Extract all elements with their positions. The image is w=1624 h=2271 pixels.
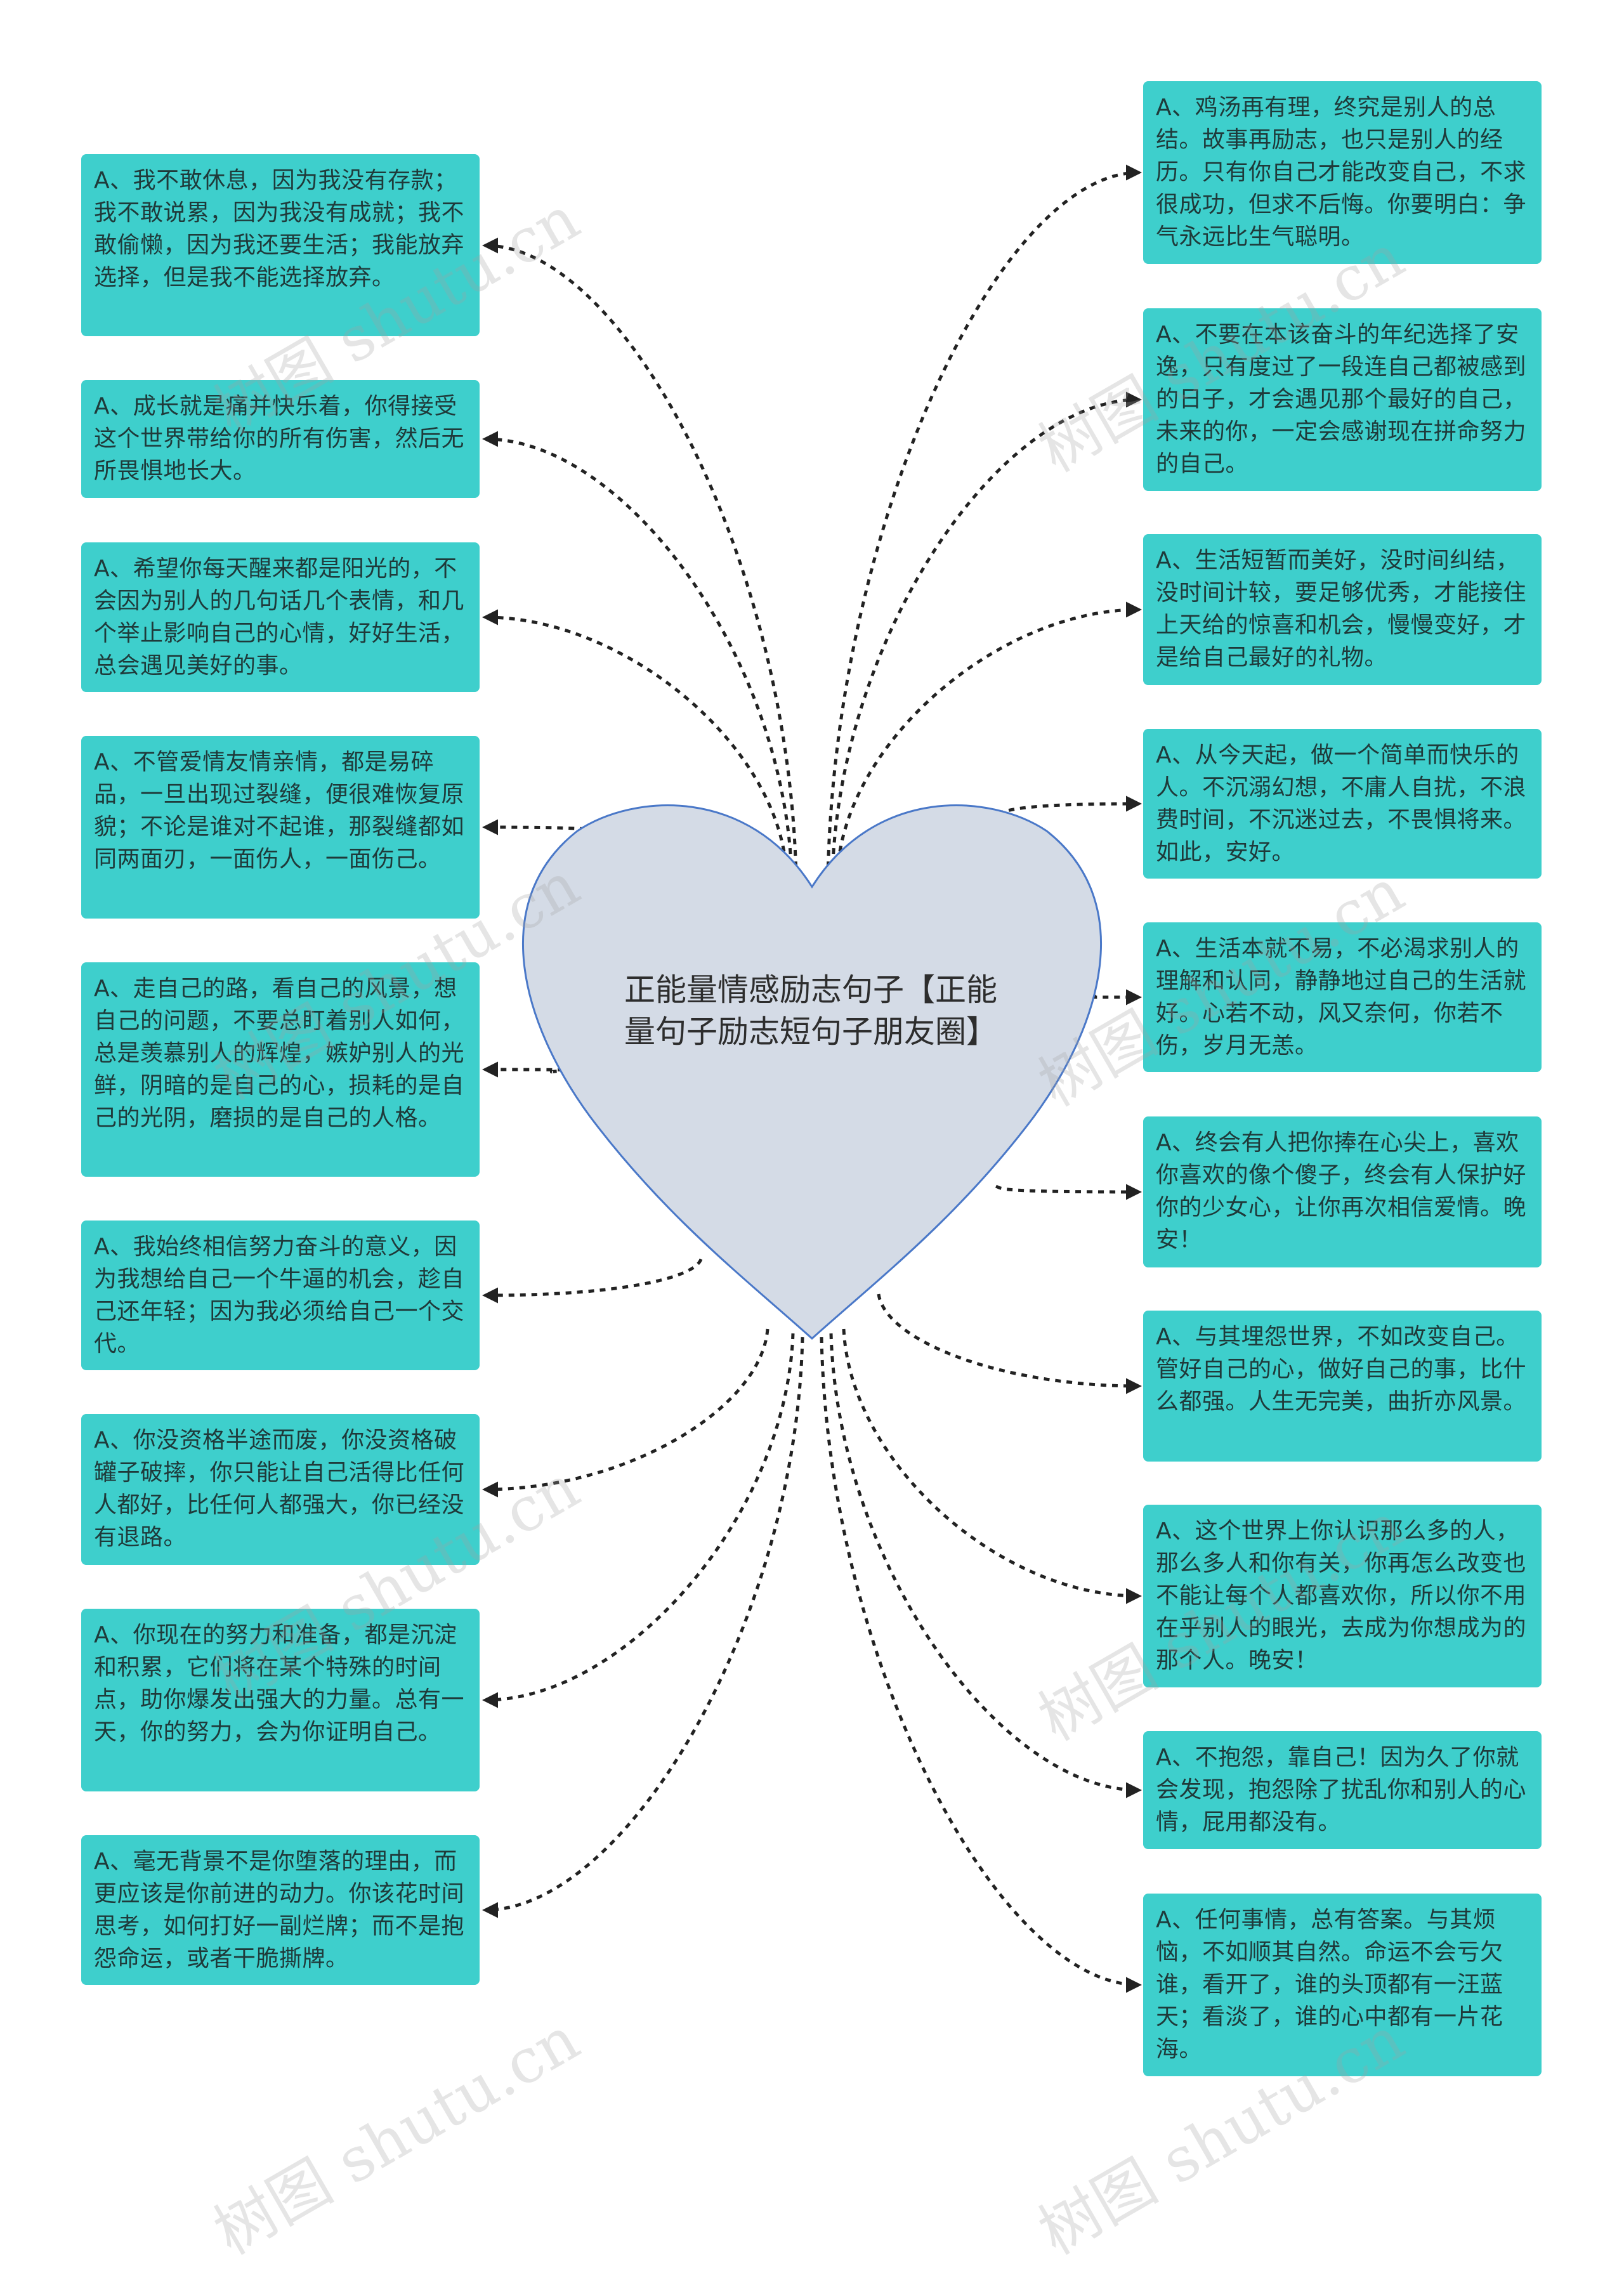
right-connector-9 [829, 1333, 1142, 1798]
right-connector-8 [842, 1328, 1142, 1604]
mind-map-canvas: 正能量情感励志句子【正能量句子励志短句子朋友圈】 A、我不敢休息，因为我没有存款… [81, 81, 1542, 2268]
right-topic-node-5[interactable]: A、生活本就不易，不必渴求别人的理解和认同，静静地过自己的生活就好。心若不动，风… [1143, 922, 1542, 1072]
left-topic-node-1[interactable]: A、我不敢休息，因为我没有存款；我不敢说累，因为我没有成就；我不敢偷懒，因为我还… [81, 154, 480, 336]
central-heart-shape [522, 804, 1102, 1340]
left-topic-node-8[interactable]: A、你现在的努力和准备，都是沉淀和积累，它们将在某个特殊的时间点，助你爆发出强大… [81, 1609, 480, 1791]
right-topic-node-6[interactable]: A、终会有人把你捧在心尖上，喜欢你喜欢的像个傻子，终会有人保护好你的少女心，让你… [1143, 1116, 1542, 1267]
left-connector-8 [482, 1333, 795, 1708]
left-connector-5 [482, 1061, 570, 1078]
right-topic-node-3[interactable]: A、生活短暂而美好，没时间纠结，没时间计较，要足够优秀，才能接住上天给的惊喜和机… [1143, 534, 1542, 685]
right-topic-node-7[interactable]: A、与其埋怨世界，不如改变自己。管好自己的心，做好自己的事，比什么都强。人生无完… [1143, 1311, 1542, 1462]
right-topic-node-1[interactable]: A、鸡汤再有理，终究是别人的总结。故事再励志，也只是别人的经历。只有你自己才能改… [1143, 81, 1542, 264]
left-connector-2 [482, 431, 794, 877]
left-connector-9 [482, 1337, 804, 1918]
right-topic-node-9[interactable]: A、不抱怨，靠自己！因为久了你就会发现，抱怨除了扰乱你和别人的心情，屁用都没有。 [1143, 1731, 1542, 1849]
right-topic-node-2[interactable]: A、不要在本该奋斗的年纪选择了安逸，只有度过了一段连自己都被感到的日子，才会遇见… [1143, 308, 1542, 491]
left-connector-6 [482, 1258, 703, 1304]
central-topic-title[interactable]: 正能量情感励志句子【正能量句子励志短句子朋友圈】 [624, 972, 997, 1050]
left-topic-node-4[interactable]: A、不管爱情友情亲情，都是易碎品，一旦出现过裂缝，便很难恢复原貌；不论是谁对不起… [81, 736, 480, 919]
connector-layer [482, 164, 1142, 1993]
right-topic-node-8[interactable]: A、这个世界上你认识那么多的人，那么多人和你有关，你再怎么改变也不能让每个人都喜… [1143, 1505, 1542, 1687]
left-connector-1 [482, 237, 798, 879]
right-topic-node-10[interactable]: A、任何事情，总有答案。与其烦恼，不如顺其自然。命运不会亏欠谁，看开了，谁的头顶… [1143, 1894, 1542, 2076]
left-topic-node-9[interactable]: A、毫无背景不是你堕落的理由，而更应该是你前进的动力。你该花时间思考，如何打好一… [81, 1835, 480, 1985]
right-connector-1 [826, 164, 1142, 879]
right-connector-10 [820, 1337, 1142, 1993]
left-topic-node-7[interactable]: A、你没资格半途而废，你没资格破罐子破摔，你只能让自己活得比任何人都好，比任何人… [81, 1414, 480, 1565]
left-topic-node-3[interactable]: A、希望你每天醒来都是阳光的，不会因为别人的几句话几个表情，和几个举止影响自己的… [81, 542, 480, 692]
right-connector-6 [995, 1184, 1142, 1200]
right-connector-7 [877, 1293, 1142, 1394]
right-connector-2 [830, 391, 1142, 877]
left-topic-node-6[interactable]: A、我始终相信努力奋斗的意义，因为我想给自己一个牛逼的机会，趁自己还年轻；因为我… [81, 1221, 480, 1370]
right-connector-3 [835, 601, 1142, 875]
left-topic-node-2[interactable]: A、成长就是痛并快乐着，你得接受这个世界带给你的所有伤害，然后无所畏惧地长大。 [81, 380, 480, 498]
left-topic-node-5[interactable]: A、走自己的路，看自己的风景，想自己的问题，不要总盯着别人如何，总是羡慕别人的辉… [81, 962, 480, 1177]
left-connector-7 [482, 1328, 769, 1498]
left-connector-3 [482, 609, 789, 875]
right-topic-node-4[interactable]: A、从今天起，做一个简单而快乐的人。不沉溺幻想，不庸人自扰，不浪费时间，不沉迷过… [1143, 729, 1542, 879]
